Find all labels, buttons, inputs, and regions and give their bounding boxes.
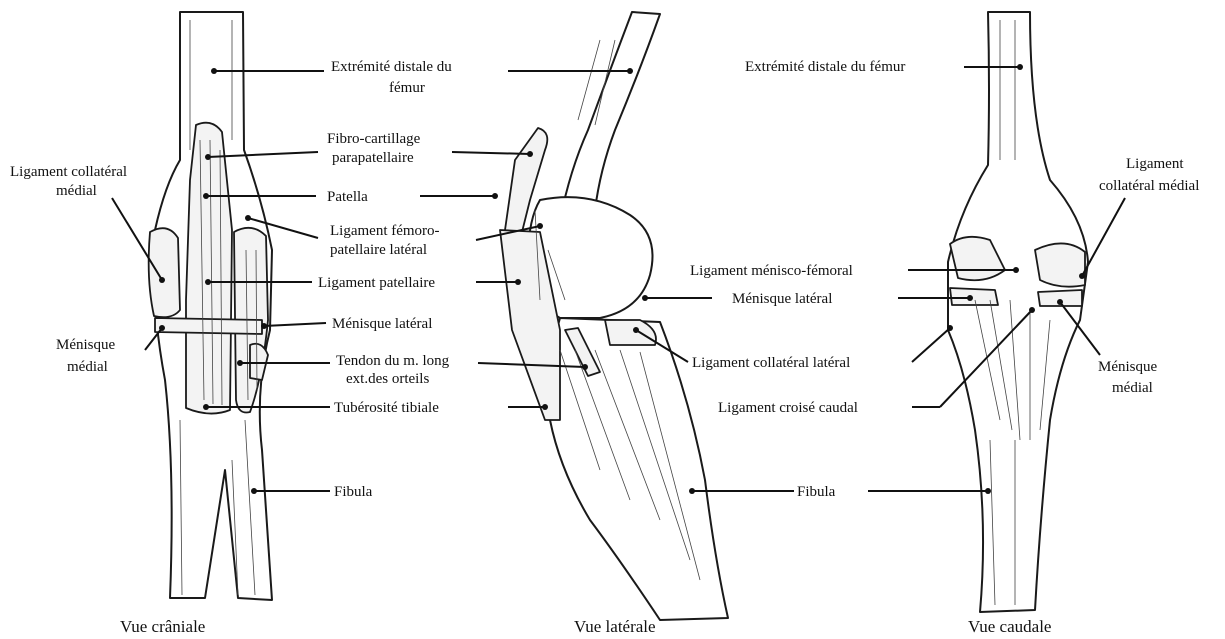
label-menisque-medial-right-2: médial (1112, 380, 1153, 396)
label-fibula: Fibula (334, 484, 373, 500)
caption-cranial: Vue crâniale (120, 617, 205, 636)
label-menisque-lateral: Ménisque latéral (332, 316, 432, 332)
label-lig-femoro-patellaire: Ligament fémoro- (330, 223, 440, 239)
caption-lateral: Vue latérale (574, 617, 656, 636)
label-lig-collateral-lateral: Ligament collatéral latéral (692, 355, 850, 371)
label-fibro-cartilage-2: parapatellaire (332, 150, 414, 166)
label-lig-femoro-patellaire-2: patellaire latéral (330, 242, 427, 258)
label-fibro-cartilage: Fibro-cartillage (327, 131, 421, 147)
label-femur-distal: Extrémité distale du (331, 59, 452, 75)
label-femur-caudal: Extrémité distale du fémur (745, 59, 905, 75)
label-patella: Patella (327, 189, 368, 205)
label-lig-collateral-medial-left: Ligament collatéral (10, 164, 127, 180)
label-lig-patellaire: Ligament patellaire (318, 275, 435, 291)
label-femur-distal-2: fémur (389, 80, 425, 96)
cranial-view-drawing (149, 12, 272, 600)
label-lig-collateral-medial-left-2: médial (56, 183, 97, 199)
label-menisque-medial-right: Ménisque (1098, 359, 1158, 375)
label-lig-collateral-medial-right: Ligament (1126, 156, 1184, 172)
captions: Vue crâniale Vue latérale Vue caudale (120, 617, 1051, 636)
lateral-view-drawing (500, 12, 728, 620)
label-menisque-lateral-caudal: Ménisque latéral (732, 291, 832, 307)
label-fibula-caudal: Fibula (797, 484, 836, 500)
label-lig-menisco-femoral: Ligament ménisco-fémoral (690, 263, 853, 279)
label-tuberosite: Tubérosité tibiale (334, 400, 439, 416)
label-menisque-medial-left: Ménisque (56, 337, 116, 353)
label-lig-collateral-medial-right-2: collatéral médial (1099, 178, 1199, 194)
caption-caudal: Vue caudale (968, 617, 1051, 636)
label-lig-croise-caudal: Ligament croisé caudal (718, 400, 858, 416)
label-tendon: Tendon du m. long (336, 353, 450, 369)
label-menisque-medial-left-2: médial (67, 359, 108, 375)
label-tendon-2: ext.des orteils (346, 371, 429, 387)
